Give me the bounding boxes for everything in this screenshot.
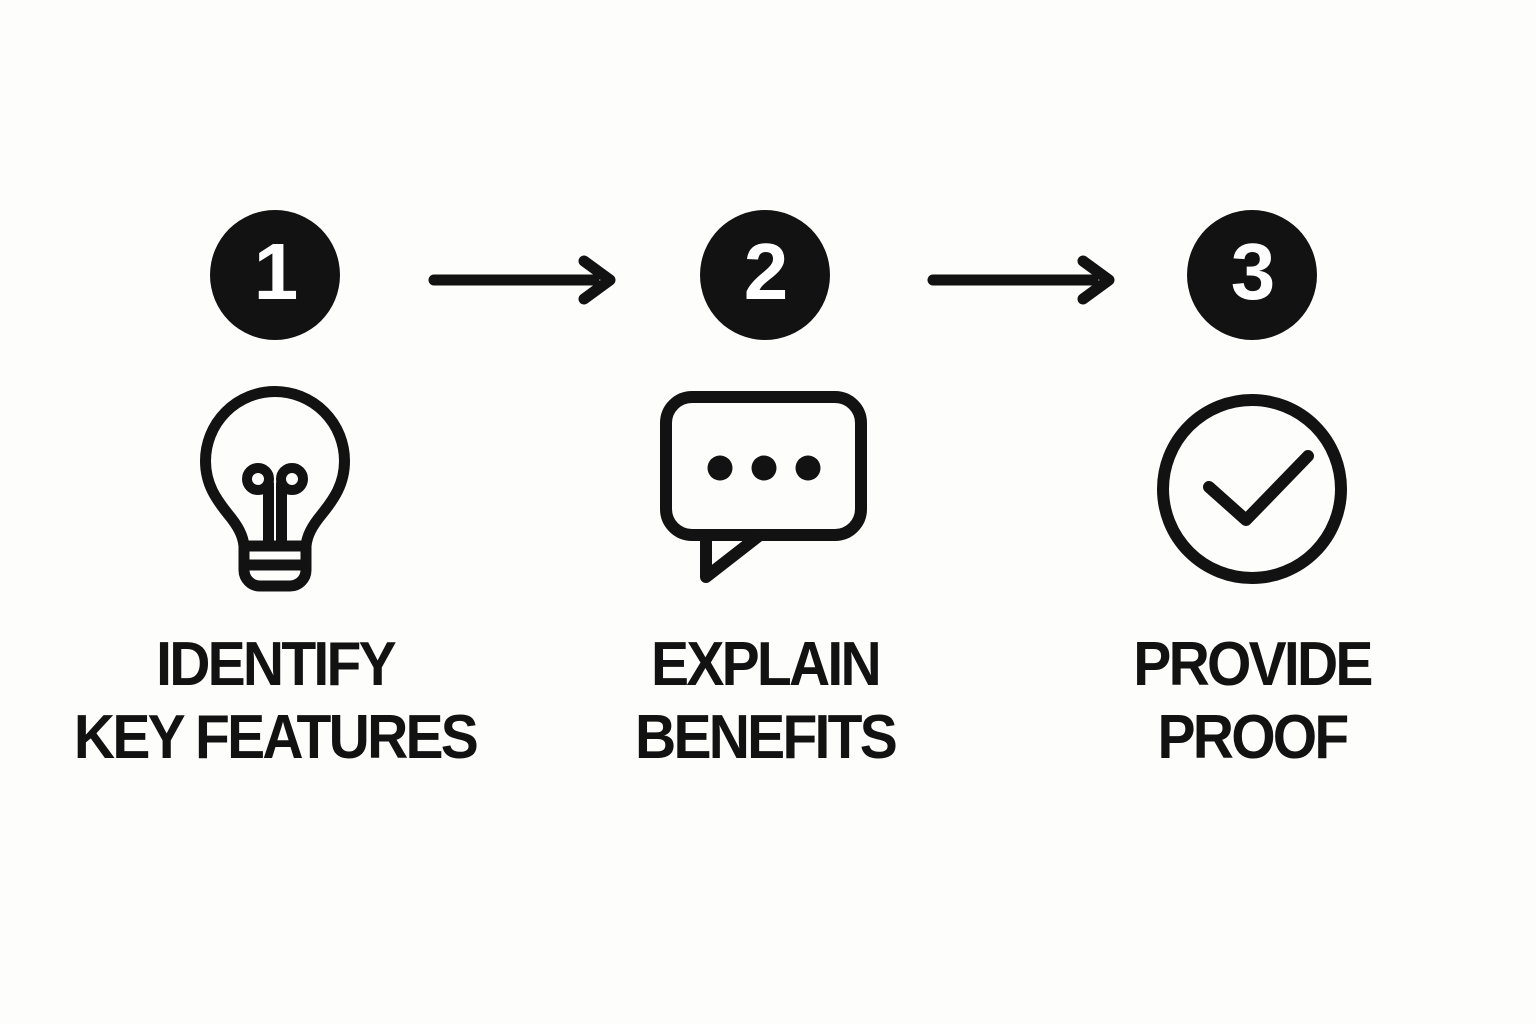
step-1: 1 IDENTIFY KEY FEATURES: [55, 0, 495, 1024]
speech-bubble-icon: [545, 383, 985, 595]
step-2-number-badge: 2: [700, 210, 830, 340]
step-3-number: 3: [1230, 227, 1275, 316]
arrow-right-icon: [927, 255, 1115, 305]
step-3-label: PROVIDE PROOF: [1013, 628, 1491, 774]
step-2-label-line2: BENEFITS: [635, 703, 898, 772]
step-3-label-line2: PROOF: [1157, 703, 1349, 772]
step-1-label-line1: IDENTIFY: [156, 630, 397, 699]
step-2-label: EXPLAIN BENEFITS: [526, 628, 1004, 774]
step-1-label-line2: KEY FEATURES: [73, 703, 479, 772]
step-2-label-line1: EXPLAIN: [651, 630, 882, 699]
step-1-label: IDENTIFY KEY FEATURES: [36, 628, 514, 774]
lightbulb-icon: [55, 383, 495, 595]
step-1-number-badge: 1: [210, 210, 340, 340]
step-3: 3 PROVIDE PROOF: [1032, 0, 1472, 1024]
arrow-right-icon: [428, 255, 616, 305]
step-2-number: 2: [743, 227, 788, 316]
step-1-number: 1: [253, 227, 298, 316]
step-3-number-badge: 3: [1187, 210, 1317, 340]
check-circle-icon: [1032, 383, 1472, 595]
step-3-label-line1: PROVIDE: [1133, 630, 1373, 699]
step-2: 2 EXPLAIN BENEFITS: [545, 0, 985, 1024]
